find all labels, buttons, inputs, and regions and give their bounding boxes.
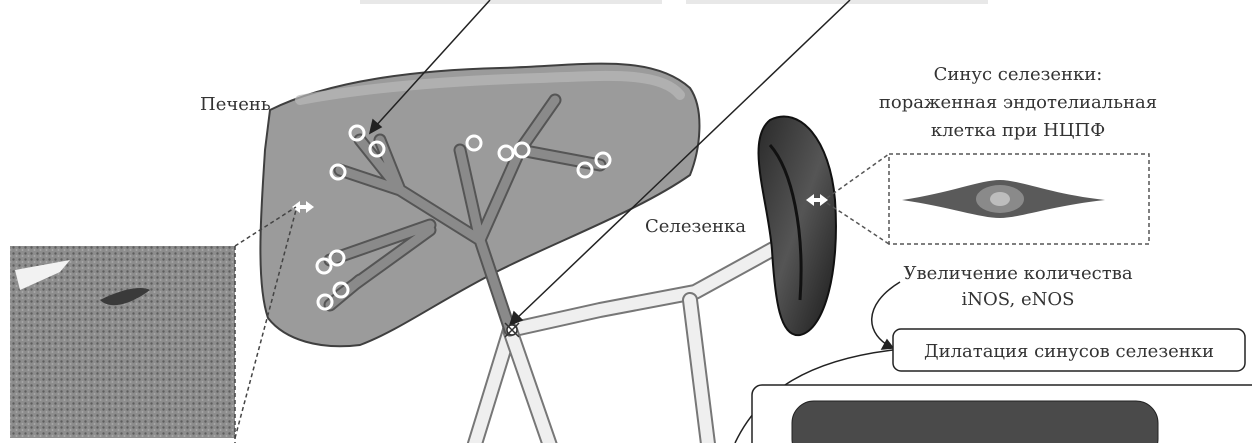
sinus-label-line3: клетка при НЦПФ — [931, 120, 1105, 141]
dilation-label: Дилатация синусов селезенки — [924, 341, 1214, 362]
portal-junction-knot — [505, 323, 519, 337]
spleen-label: Селезенка — [645, 216, 746, 237]
portal-vein — [470, 248, 775, 443]
endothelial-cell — [902, 180, 1105, 218]
top-box-left — [360, 0, 662, 4]
liver-label: Печень — [200, 94, 271, 115]
bottom-inner-box — [792, 401, 1158, 443]
nos-label-line2: iNOS, eNOS — [962, 289, 1075, 310]
top-box-right — [686, 0, 988, 4]
sinus-label-line2: пораженная эндотелиальная — [879, 92, 1157, 113]
nos-label-line1: Увеличение количества — [903, 263, 1132, 284]
sinus-label-line1: Синус селезенки: — [934, 64, 1103, 85]
